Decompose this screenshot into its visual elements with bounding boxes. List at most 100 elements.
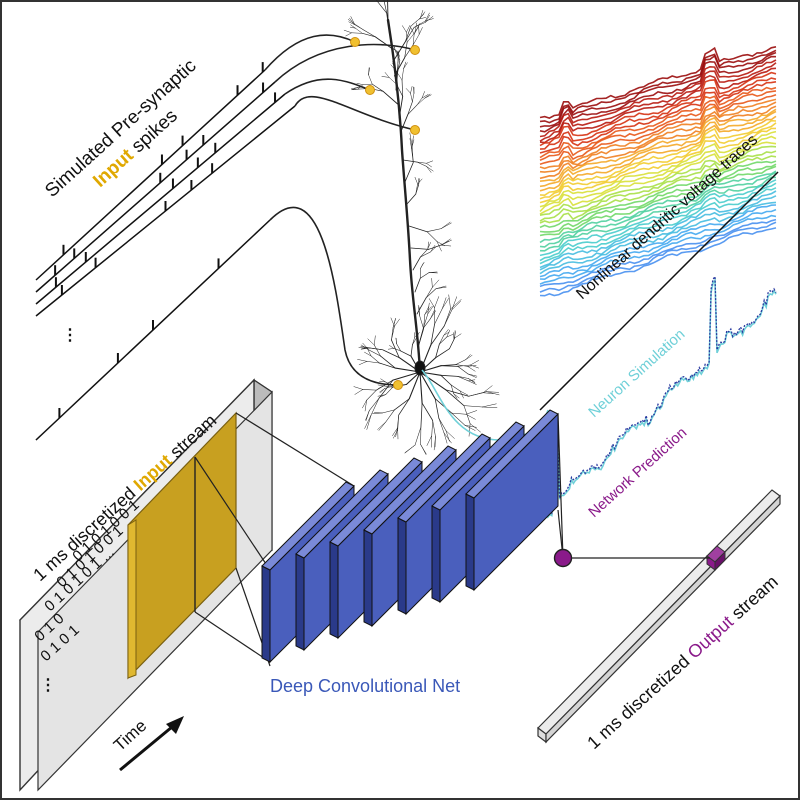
window-edge (128, 520, 136, 678)
dendrite-branch (439, 335, 443, 344)
baseline-stub (36, 436, 40, 440)
dendrite-branch (432, 278, 433, 287)
dendrite-branch (458, 376, 469, 378)
dendrite-branch (378, 385, 384, 386)
dendrite-branch (441, 375, 458, 376)
dendrite-branch (458, 366, 468, 374)
dendrite-branch (426, 161, 432, 163)
voltage-traces (540, 47, 776, 296)
dendrite-branch (406, 88, 410, 93)
dendrite-branch (368, 339, 375, 345)
dendrite-branch (420, 10, 423, 18)
dendrite-branch (482, 407, 497, 408)
synapse-dot-icon (351, 38, 360, 47)
dendrite-branch (427, 436, 432, 446)
dendrite-branch (412, 93, 414, 102)
dendrite-branch (409, 226, 427, 232)
dendrite-branch (420, 273, 429, 279)
conv-line (195, 612, 270, 662)
conv-layer-edge (296, 554, 304, 650)
dendrite-branch (405, 445, 415, 453)
dendrite-branch (366, 411, 369, 421)
dendrite-branch (426, 163, 431, 167)
synapse-dot-icon (411, 126, 420, 135)
dendrite-branch (450, 338, 455, 349)
dendrite-branch (469, 392, 487, 397)
dendrite-branch (407, 194, 416, 204)
dendrite-branch (382, 76, 389, 77)
dendrite-branch (363, 389, 376, 390)
synapse-dot-icon (411, 46, 420, 55)
dendrite-branch (415, 177, 418, 184)
dendrite-branch (422, 403, 433, 420)
dendrite-branch (411, 248, 429, 249)
dendrite-branch (441, 241, 449, 245)
dendrite-branch (429, 299, 434, 308)
conv-layer-edge (466, 494, 474, 590)
dendrite-branch (420, 262, 424, 269)
dendrite-branch (421, 444, 426, 454)
dendrite-branch (410, 138, 412, 148)
connection-curve (285, 79, 370, 94)
dendrite-branch (354, 387, 363, 390)
dendrite-branch (379, 363, 395, 368)
connection-curve (270, 207, 398, 385)
dendrite-branch (456, 360, 466, 365)
dendrite-branch (405, 162, 413, 182)
dendrite-branch (433, 421, 436, 437)
dendrite-branch (401, 114, 408, 132)
dendrite-branch (402, 69, 404, 80)
dendrite-branch (432, 280, 439, 287)
dendrite-branch (420, 316, 424, 329)
dendrite-branch (441, 222, 450, 229)
dendrite-branch (455, 334, 461, 338)
connection-curve (295, 97, 415, 130)
dendrite-branch (409, 372, 420, 399)
dendrite-branch (449, 295, 451, 309)
dendrite-branch (470, 424, 481, 433)
dendrite-branch (420, 252, 430, 257)
synapse-dots (351, 38, 420, 390)
dendrite-branch (444, 433, 447, 443)
dendrite-branch (367, 390, 377, 400)
dendrite-branch (444, 310, 452, 326)
deep-net-label: Deep Convolutional Net (270, 676, 460, 696)
dendrite-branch (441, 375, 451, 385)
network-prediction-label: Network Prediction (585, 424, 690, 521)
dendrite-branch (411, 345, 412, 356)
dendrite-branch (470, 360, 478, 365)
dendrite-branch (429, 272, 437, 273)
dendrite-branch (452, 413, 466, 414)
dendrite-branch (375, 37, 391, 48)
dendrite-branch (363, 84, 372, 85)
dendrite-branch (388, 348, 394, 349)
connection-curve (265, 35, 355, 70)
dendrite-branch (415, 427, 421, 445)
dendrite-branch (401, 351, 411, 356)
dendrite-branch (464, 406, 482, 407)
spikes-ellipsis: ⋮ (62, 327, 78, 344)
dendrite-branch (439, 337, 446, 344)
dendrite-branch (383, 91, 398, 104)
dendrite-branch (413, 257, 420, 270)
dendrite-branch (368, 75, 372, 84)
dendrite-branch (389, 345, 393, 348)
dendrite-branch (411, 93, 413, 102)
synapse-dot-icon (394, 381, 403, 390)
dendrite-branch (420, 249, 427, 257)
dendrite-branch (466, 411, 477, 415)
dendrite-branch (346, 33, 352, 36)
dendrite-branch (399, 399, 410, 415)
dendrite-branch (344, 30, 352, 33)
dendrite-branch (379, 422, 386, 431)
dendrite-branch (414, 27, 418, 34)
dendrite-branch (355, 28, 362, 33)
binary-ellipsis: ⋮ (40, 677, 56, 694)
dendrite-branch (451, 299, 462, 309)
dendrite-branch (441, 245, 451, 246)
dendrite-branch (403, 160, 417, 162)
spikes-label: Simulated Pre-synaptic (41, 55, 200, 201)
dendrite-branch (357, 359, 367, 361)
